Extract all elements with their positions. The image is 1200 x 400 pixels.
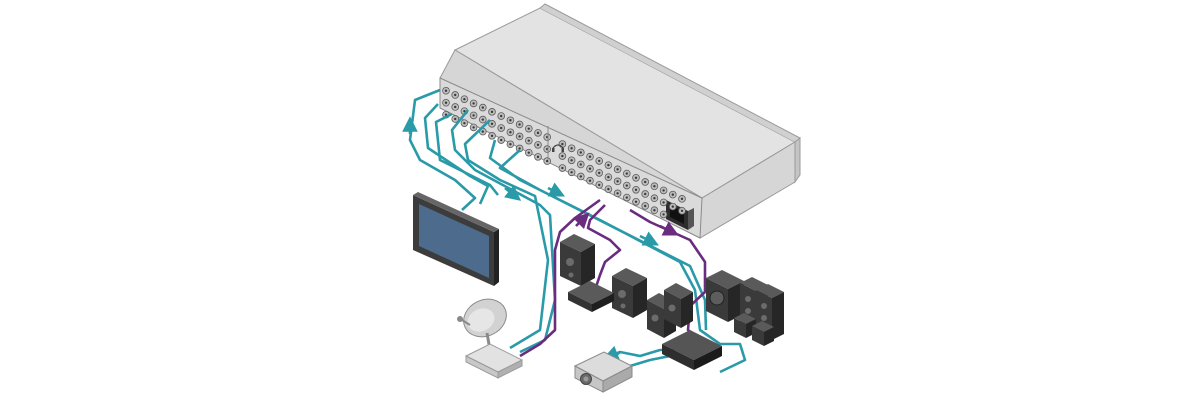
bnc-connector-pin (680, 197, 684, 201)
bnc-connector-pin (509, 143, 512, 146)
bnc-connector-pin (570, 171, 573, 174)
arrow-video-3 (547, 182, 565, 197)
bnc-connector-pin (472, 102, 475, 105)
bnc-connector-pin (653, 208, 656, 212)
bnc-connector-pin (616, 192, 619, 195)
bnc-connector-pin (653, 184, 656, 188)
bnc-connector-pin (579, 163, 582, 166)
connector-array (442, 86, 686, 219)
bnc-connector-pin (500, 114, 503, 118)
bnc-connector-pin (518, 147, 521, 150)
video-cable-display (408, 88, 500, 211)
signal-arrows (402, 116, 679, 361)
bnc-connector-pin (546, 159, 549, 163)
arrow-video-4 (639, 231, 659, 246)
bnc-connector-pin (644, 192, 647, 196)
satellite-dish-icon (457, 298, 507, 352)
av-receiver-icon (662, 330, 722, 370)
matrix-switcher (439, 3, 801, 239)
bnc-connector-pin (607, 175, 610, 179)
bnc-connector-pin (490, 122, 494, 126)
set-top-box-icon (464, 343, 524, 379)
bnc-connector-pin (570, 147, 573, 150)
speaker-set-icon (706, 270, 784, 346)
bnc-connector-pin (570, 159, 573, 162)
bnc-connector-pin (680, 209, 684, 213)
bnc-connector-pin (662, 213, 665, 216)
bnc-connector-pin (588, 179, 592, 182)
speaker-left-icon (560, 234, 595, 286)
bnc-connector-pin (561, 142, 564, 146)
amplifier-icon (568, 281, 614, 312)
bnc-connector-pin (481, 118, 484, 121)
bnc-connector-pin (454, 105, 457, 109)
flat-panel-display-icon (413, 192, 499, 286)
bnc-connector-pin (490, 134, 494, 138)
speaker-right-icon (612, 268, 647, 318)
bnc-connector-pin (662, 201, 665, 204)
arrow-video-2 (504, 185, 522, 201)
bnc-connector-pin (463, 97, 466, 101)
arrow-audio-1 (572, 212, 590, 230)
bnc-connector-pin (671, 205, 674, 208)
headphone-icon (552, 144, 564, 152)
bnc-connector-pin (588, 155, 592, 158)
bnc-connector-pin (644, 180, 647, 184)
video-cables (408, 88, 747, 374)
bnc-connector-pin (634, 176, 638, 179)
bnc-connector-pin (579, 151, 582, 154)
bnc-connector-pin (625, 196, 628, 199)
bnc-connector-pin (634, 188, 638, 191)
bnc-connector-pin (454, 117, 457, 121)
bnc-connector-pin (472, 126, 475, 129)
bnc-connector-pin (481, 106, 484, 109)
bnc-connector-pin (671, 193, 674, 196)
bnc-connector-pin (653, 196, 656, 200)
video-projector-icon (573, 351, 634, 393)
bnc-connector-pin (616, 168, 619, 171)
bnc-connector-pin (444, 101, 448, 104)
bnc-connector-pin (536, 143, 540, 147)
bnc-connector-pin (644, 204, 647, 208)
audio-cable-av-receiver (629, 208, 707, 341)
bnc-connector-pin (607, 187, 610, 191)
video-cable-av-receiver (488, 139, 747, 374)
bnc-connector-pin (634, 200, 638, 203)
bnc-connector-pin (527, 139, 530, 142)
bnc-connector-pin (598, 159, 601, 163)
arrow-audio-2 (659, 221, 679, 236)
bnc-connector-pin (509, 119, 512, 122)
bnc-connector-pin (527, 127, 530, 130)
bnc-connector-pin (500, 138, 503, 142)
bnc-connector-pin (625, 184, 628, 187)
bnc-connector-pin (454, 93, 457, 97)
bnc-connector-pin (444, 89, 448, 92)
bnc-connector-pin (509, 131, 512, 134)
audio-cable-amplifier (586, 204, 622, 291)
switcher-side-panel (794, 136, 801, 184)
bnc-connector-pin (561, 166, 564, 170)
bnc-connector-pin (607, 163, 610, 167)
bnc-connector-pin (463, 121, 466, 125)
bnc-connector-pin (500, 126, 503, 130)
bnc-connector-pin (616, 180, 619, 183)
bnc-connector-pin (625, 172, 628, 175)
bnc-connector-pin (518, 123, 521, 126)
bnc-connector-pin (536, 155, 540, 159)
bnc-connector-pin (561, 154, 564, 158)
bnc-connector-pin (536, 131, 540, 135)
bnc-connector-pin (481, 130, 484, 133)
bnc-connector-pin (662, 189, 665, 192)
bnc-connector-pin (490, 110, 494, 114)
bnc-connector-pin (598, 171, 601, 175)
bnc-connector-pin (472, 114, 475, 117)
bnc-connector-pin (579, 175, 582, 178)
speaker-center-right-icon (664, 283, 693, 328)
bnc-connector-pin (598, 183, 601, 187)
bnc-connector-pin (527, 151, 530, 154)
bnc-connector-pin (518, 135, 521, 138)
bnc-connector-pin (588, 167, 592, 170)
